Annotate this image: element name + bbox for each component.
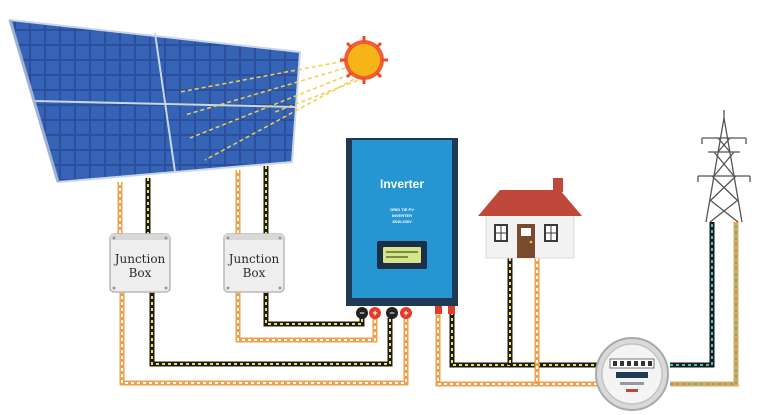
junction-box-2: Junction Box [223, 233, 285, 293]
inverter-title: Inverter [380, 177, 424, 191]
inverter-display [377, 241, 427, 269]
junction-box-1-label-line1: Junction [113, 252, 166, 266]
junction-box-2-label-line2: Box [243, 266, 266, 280]
wire-jb1-negative-to-inverter [149, 290, 393, 367]
solar-panel-icon [8, 18, 302, 184]
wire-inverter-ac-line [435, 312, 600, 387]
inverter-model-line1: GRID TIE PV [390, 207, 414, 212]
inverter-model-line3: 3KW-230V [392, 219, 412, 224]
sun-rays [179, 59, 365, 161]
junction-box-2-label-line1: Junction [227, 252, 280, 266]
inverter-dc-terminals: − + − + [356, 306, 455, 319]
sun-icon [340, 36, 388, 84]
terminal-positive-2: + [403, 308, 408, 318]
wire-meter-to-grid-orange [670, 222, 739, 387]
electric-meter-icon [595, 337, 669, 411]
wiring [117, 166, 739, 387]
junction-box-1: Junction Box [109, 233, 171, 293]
inverter-icon: Inverter GRID TIE PV INVERTER 3KW-230V −… [346, 138, 458, 319]
wire-jb1-positive-to-inverter [119, 290, 409, 386]
inverter-model-line2: INVERTER [392, 213, 412, 218]
terminal-positive-1: + [372, 308, 377, 318]
terminal-negative-1: − [359, 308, 364, 318]
wire-jb2-negative-to-inverter [263, 290, 365, 327]
house-icon [478, 178, 582, 259]
junction-box-1-label-line2: Box [129, 266, 152, 280]
wire-jb2-positive-to-inverter [235, 290, 378, 343]
wire-inverter-ac-neutral [449, 312, 600, 368]
power-tower-icon [697, 110, 751, 223]
terminal-negative-2: − [389, 308, 394, 318]
wire-meter-to-grid-black [670, 222, 715, 368]
